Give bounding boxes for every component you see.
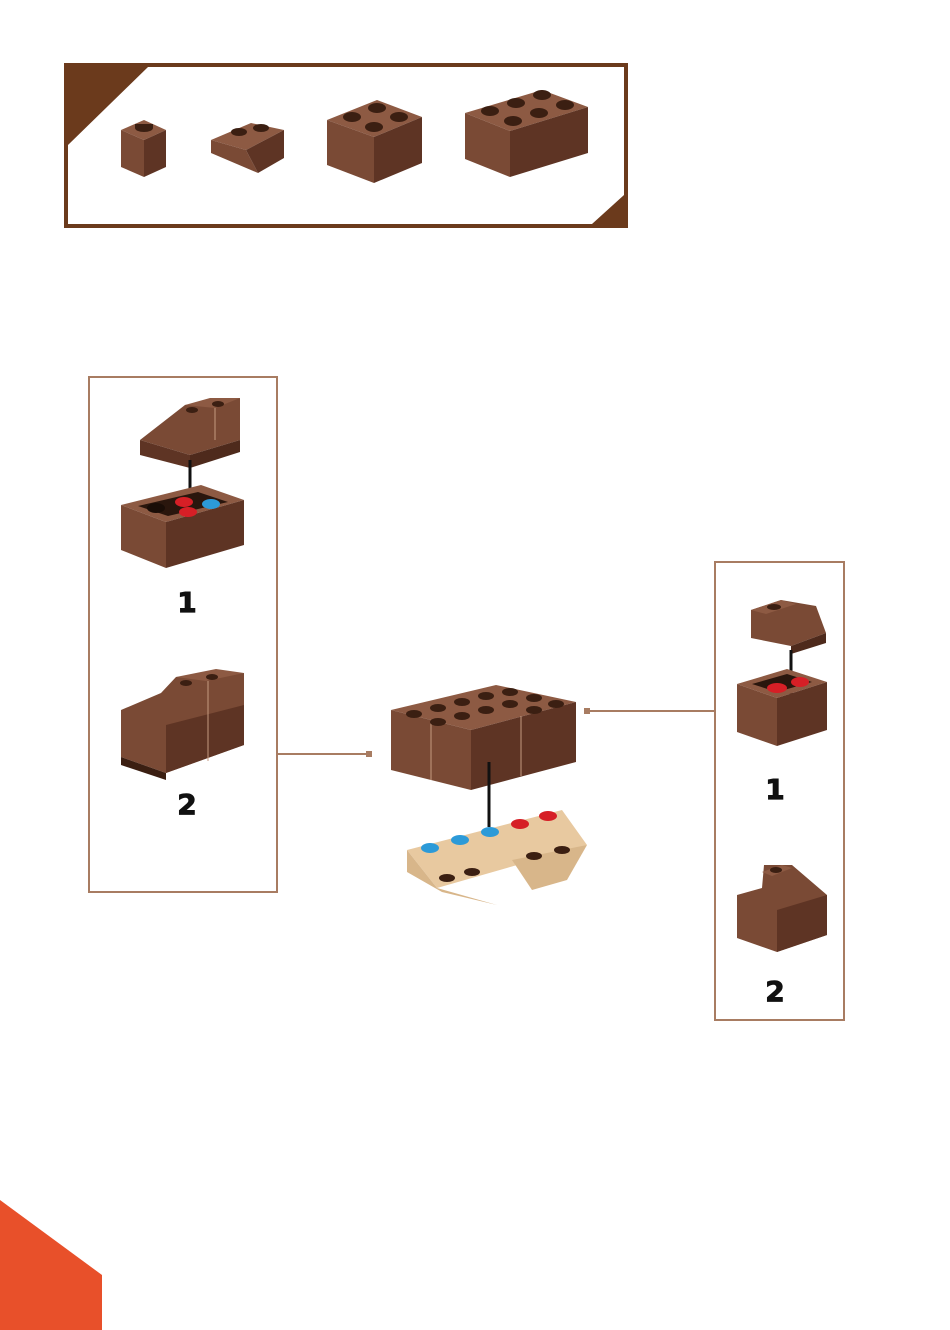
open-brick-icon <box>116 480 251 570</box>
brick-2x3-icon <box>460 85 595 185</box>
brick-1x1-icon <box>116 115 176 185</box>
corner-bottom-right-icon <box>592 195 624 224</box>
open-brick-2x1-icon <box>732 664 832 749</box>
assembled-slope-brick-icon <box>116 665 251 780</box>
right-connector-line <box>584 706 714 716</box>
tan-base-plate-icon <box>402 800 592 910</box>
slope-brick-icon <box>130 390 260 470</box>
left-step-1-number: 1 <box>167 586 207 619</box>
right-step-2-number: 2 <box>755 975 795 1008</box>
left-connector-line <box>276 749 376 759</box>
assembled-slope-2x1-icon <box>732 860 832 955</box>
right-step-1-number: 1 <box>755 773 795 806</box>
page-corner-accent <box>0 1200 102 1330</box>
slope-1x1-icon <box>746 598 836 658</box>
left-step-2-number: 2 <box>167 788 207 821</box>
slope-2x1-icon <box>206 118 296 178</box>
brick-2x2-icon <box>322 95 432 190</box>
